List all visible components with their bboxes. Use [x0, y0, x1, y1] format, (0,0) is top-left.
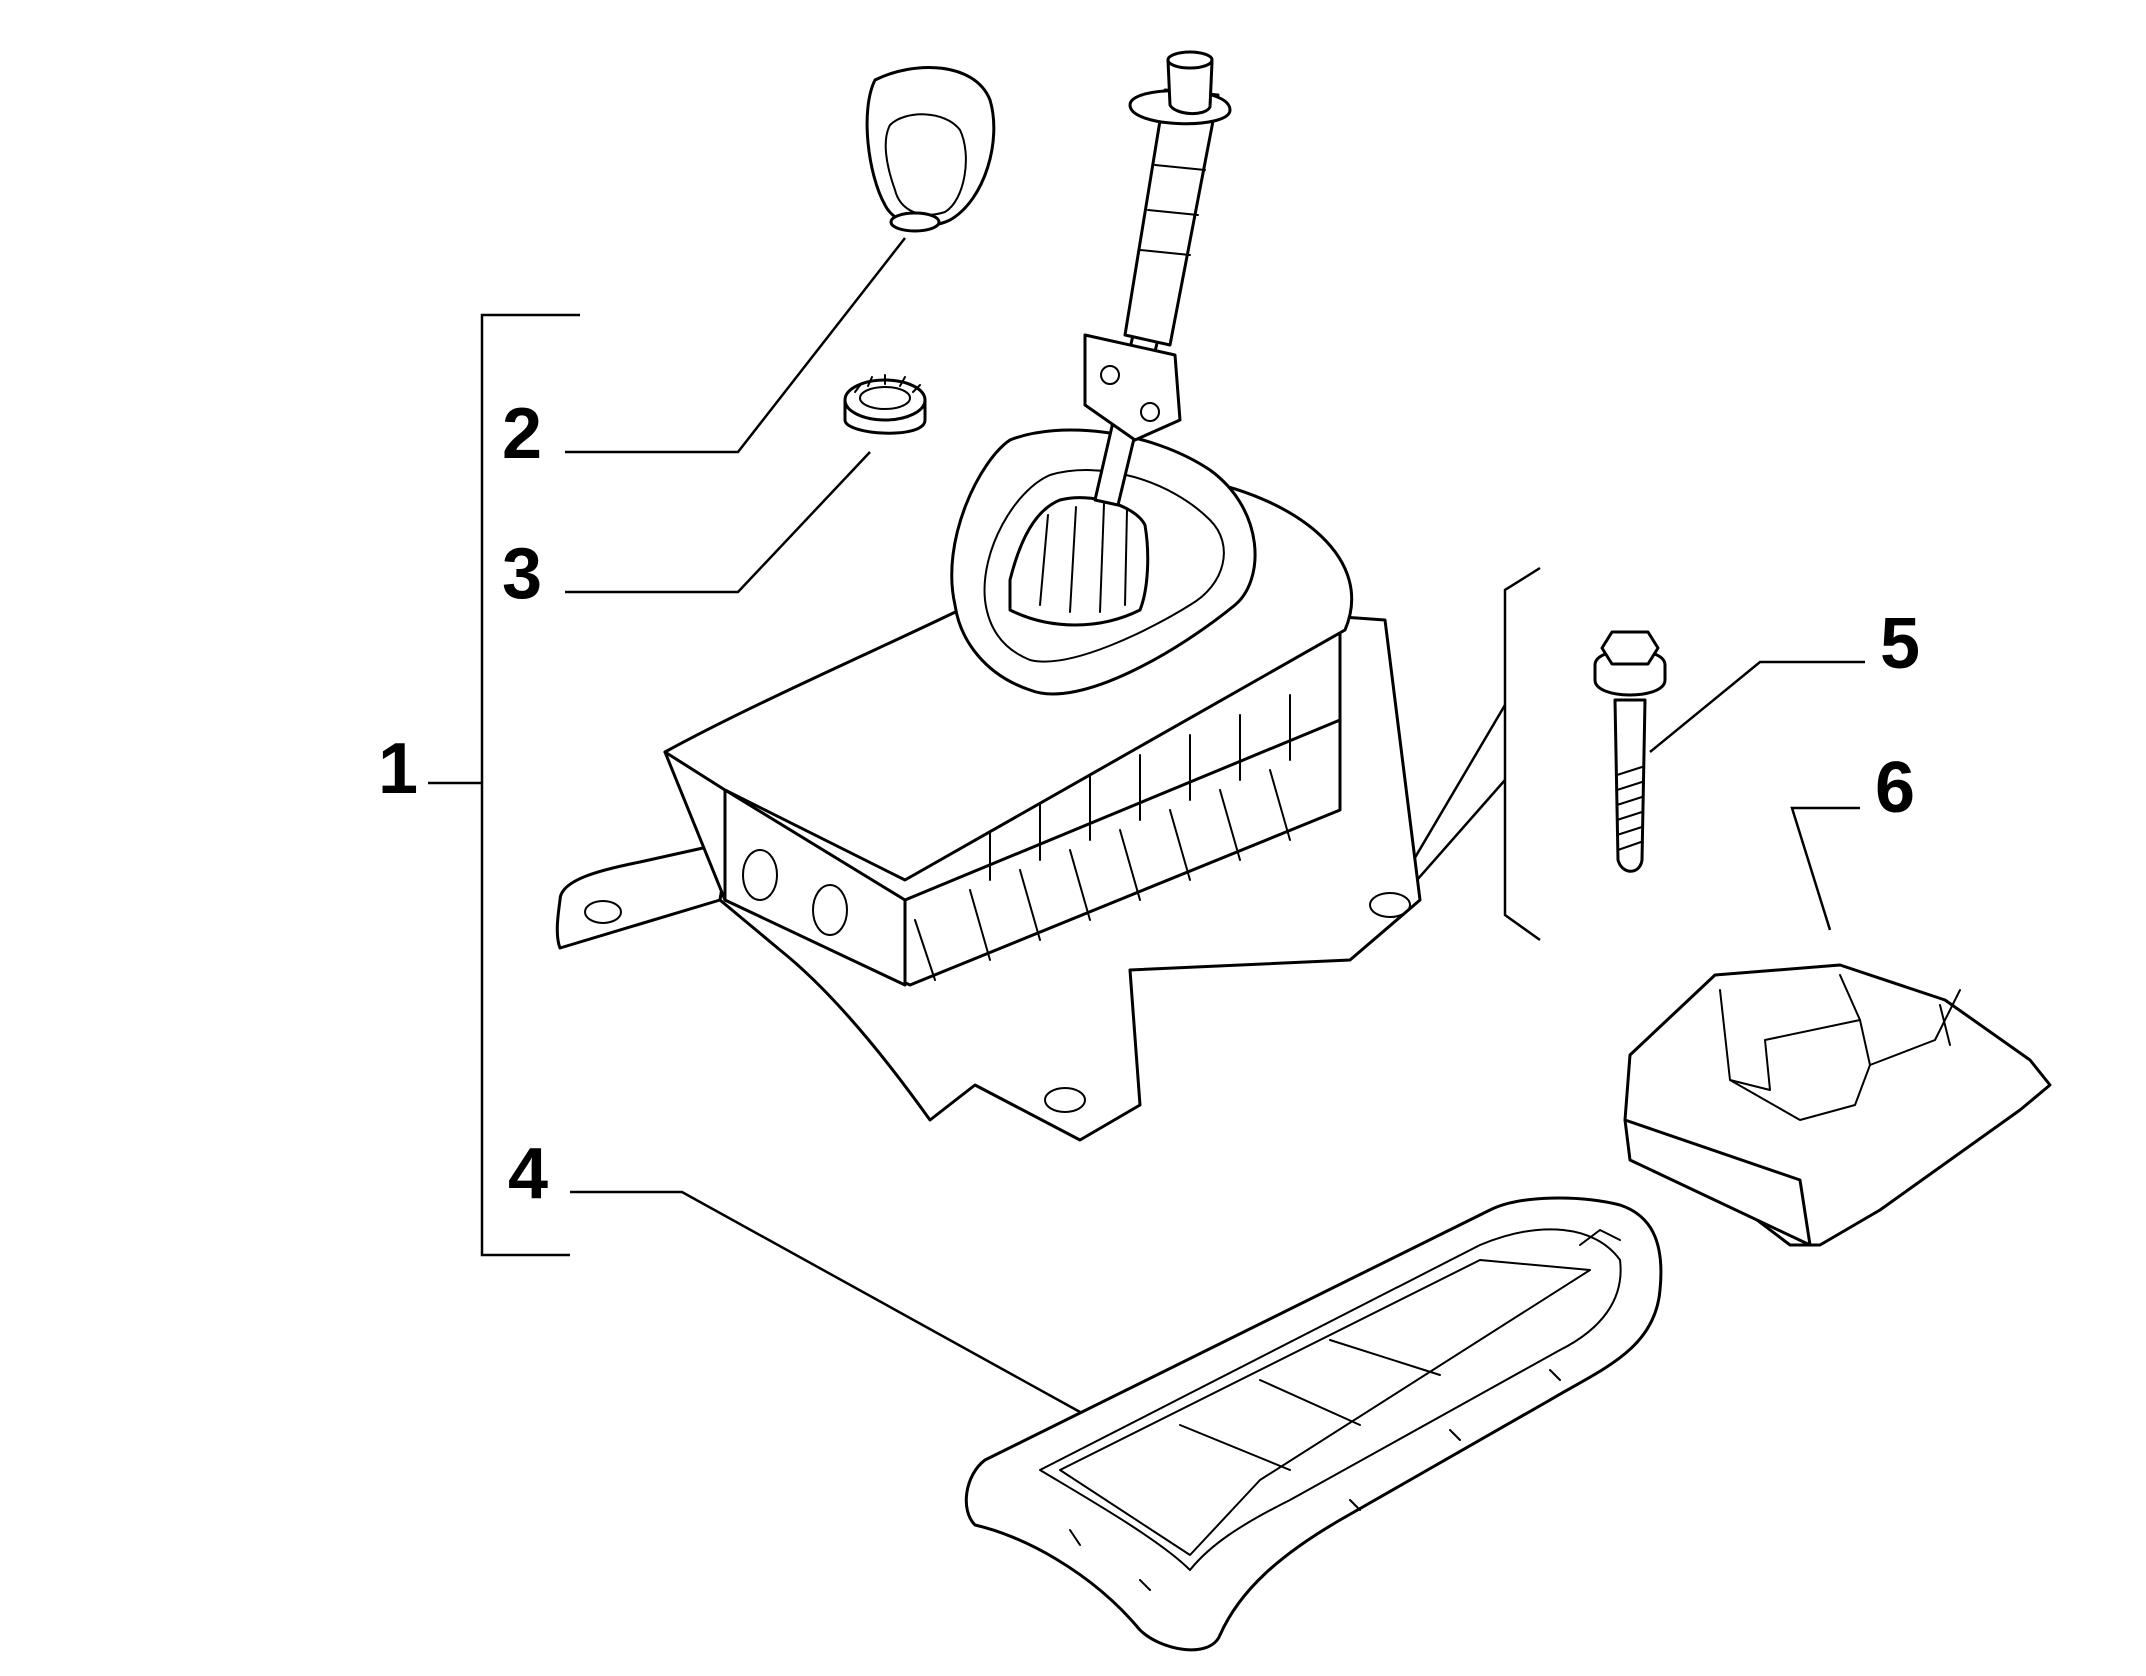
callout-4: 4	[508, 1134, 549, 1214]
gear-knob-part	[865, 65, 996, 233]
shifter-housing-part	[555, 50, 1422, 1142]
leader-line-4	[570, 1190, 1081, 1414]
bracket-cover-part	[1623, 963, 2052, 1247]
assembly-bracket	[428, 313, 580, 1257]
callout-2: 2	[502, 394, 543, 474]
retaining-ring-part	[843, 374, 927, 435]
leader-line-5	[1649, 660, 1865, 753]
callout-6: 6	[1875, 748, 1916, 828]
cover-tray-part	[964, 1196, 1663, 1652]
leader-line-3	[565, 451, 871, 594]
bolt-part	[1593, 630, 1667, 873]
callout-5: 5	[1880, 604, 1921, 684]
callout-3: 3	[502, 534, 543, 614]
leader-line-6	[1790, 806, 1860, 931]
leader-line-2	[565, 237, 906, 454]
callout-1: 1	[378, 729, 419, 809]
